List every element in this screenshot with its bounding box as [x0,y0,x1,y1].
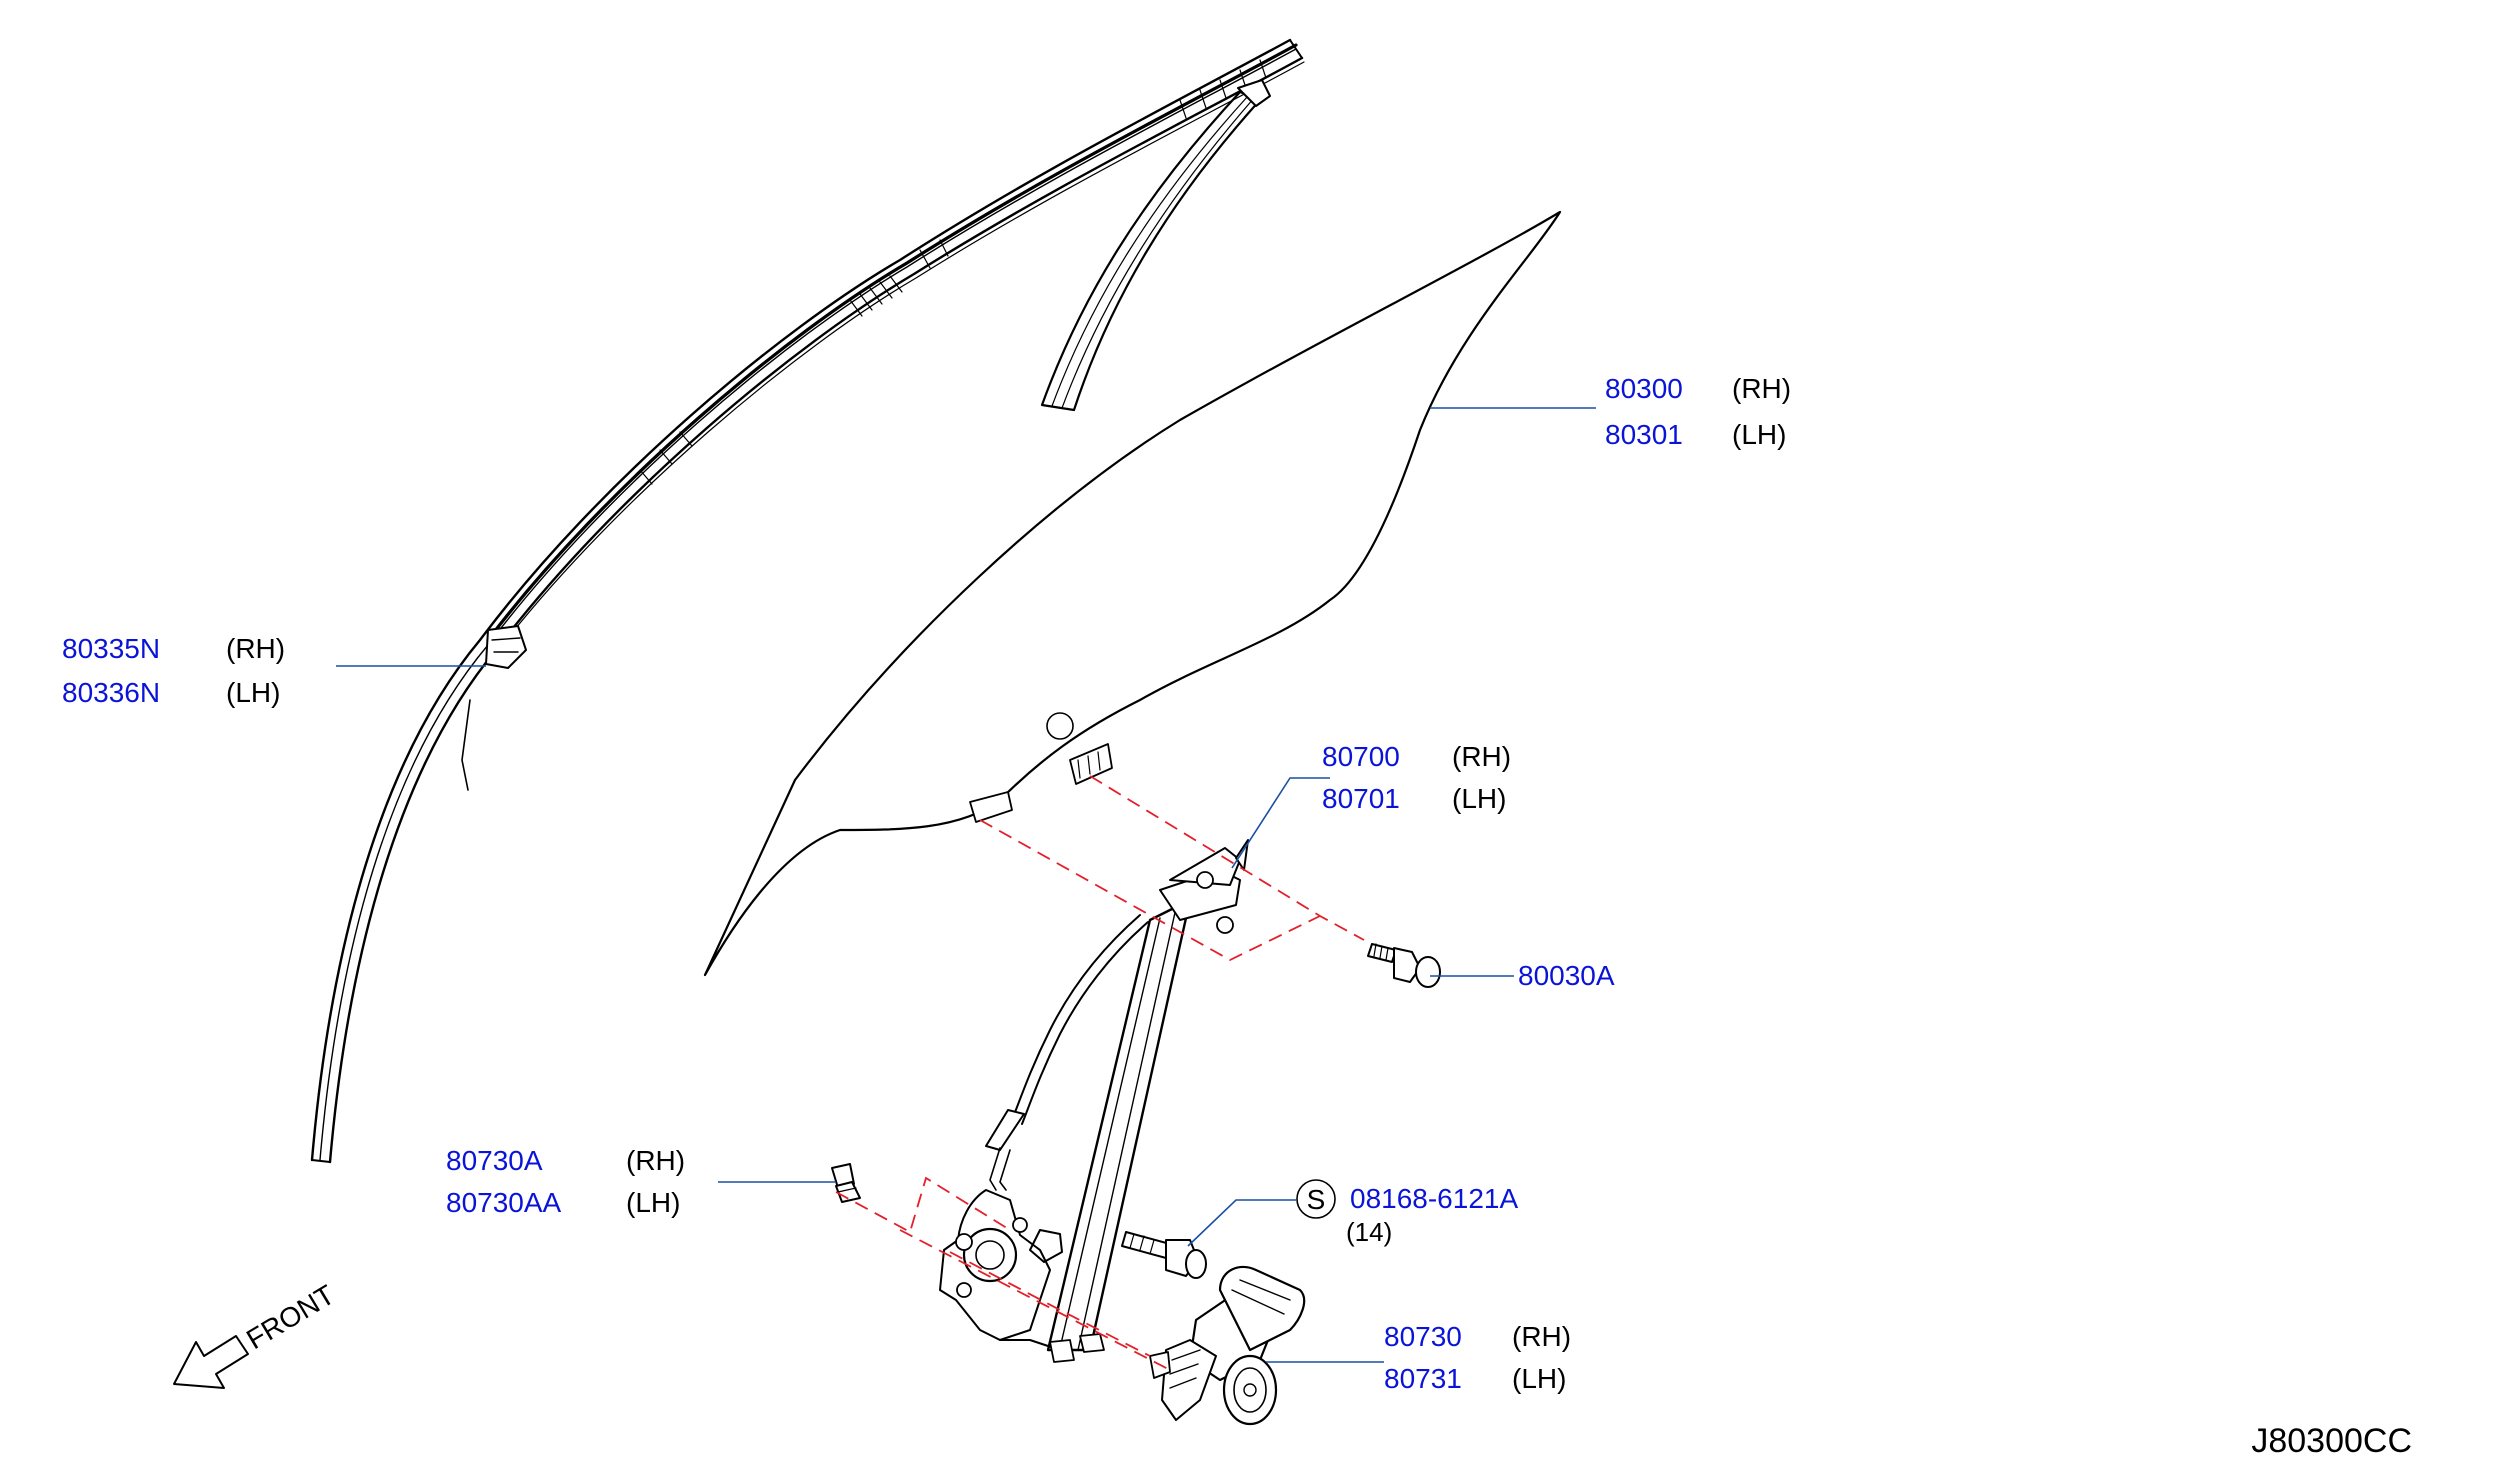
part-number-glass-lh: 80301 [1605,419,1683,450]
part-number-glass-bolt: 80030A [1518,960,1615,991]
part-number-regulator-bolt-rh: 80730A [446,1145,543,1176]
dashed-connection-lines [835,775,1365,1371]
front-label: FRONT [241,1279,340,1355]
callout-sash: 80335N (RH) 80336N (LH) [62,633,285,708]
callout-glass-bolt: 80030A [1518,960,1615,991]
side-regulator-bolt-rh: (RH) [626,1145,685,1176]
window-motor [1149,1265,1306,1426]
part-number-standard-bolt: 08168-6121A [1350,1183,1518,1214]
standard-part-symbol [1296,1179,1336,1219]
front-direction-indicator: FRONT [173,1279,340,1389]
glass-bolt [1367,943,1441,988]
standard-part-letter: S [1307,1184,1326,1215]
side-glass-rh: (RH) [1732,373,1791,404]
side-sash-lh: (LH) [226,677,280,708]
part-number-motor-lh: 80731 [1384,1363,1462,1394]
callout-regulator: 80700 (RH) 80701 (LH) [1322,741,1511,814]
callout-glass: 80300 (RH) 80301 (LH) [1605,373,1791,450]
door-sash-channel [310,38,1305,1164]
part-number-sash-rh: 80335N [62,633,160,664]
part-number-regulator-rh: 80700 [1322,741,1400,772]
standard-bolt-quantity: (14) [1346,1217,1392,1247]
side-sash-rh: (RH) [226,633,285,664]
regulator-bolt [831,1163,861,1203]
callout-regulator-bolt: 80730A (RH) 80730AA (LH) [446,1145,685,1218]
door-glass [703,210,1562,977]
side-regulator-lh: (LH) [1452,783,1506,814]
side-motor-lh: (LH) [1512,1363,1566,1394]
part-number-regulator-bolt-lh: 80730AA [446,1187,562,1218]
part-number-motor-rh: 80730 [1384,1321,1462,1352]
side-motor-rh: (RH) [1512,1321,1571,1352]
side-regulator-bolt-lh: (LH) [626,1187,680,1218]
callout-motor: 80730 (RH) 80731 (LH) [1384,1321,1571,1394]
part-number-glass-rh: 80300 [1605,373,1683,404]
diagram-code: J80300CC [2251,1422,2412,1460]
part-number-regulator-lh: 80701 [1322,783,1400,814]
leader-lines [336,407,1596,1363]
side-glass-lh: (LH) [1732,419,1786,450]
standard-bolt [1121,1231,1207,1279]
window-regulator [939,839,1249,1363]
callout-standard-bolt: S 08168-6121A (14) [1296,1179,1518,1247]
side-regulator-rh: (RH) [1452,741,1511,772]
part-number-sash-lh: 80336N [62,677,160,708]
front-arrow-icon [173,1335,249,1389]
